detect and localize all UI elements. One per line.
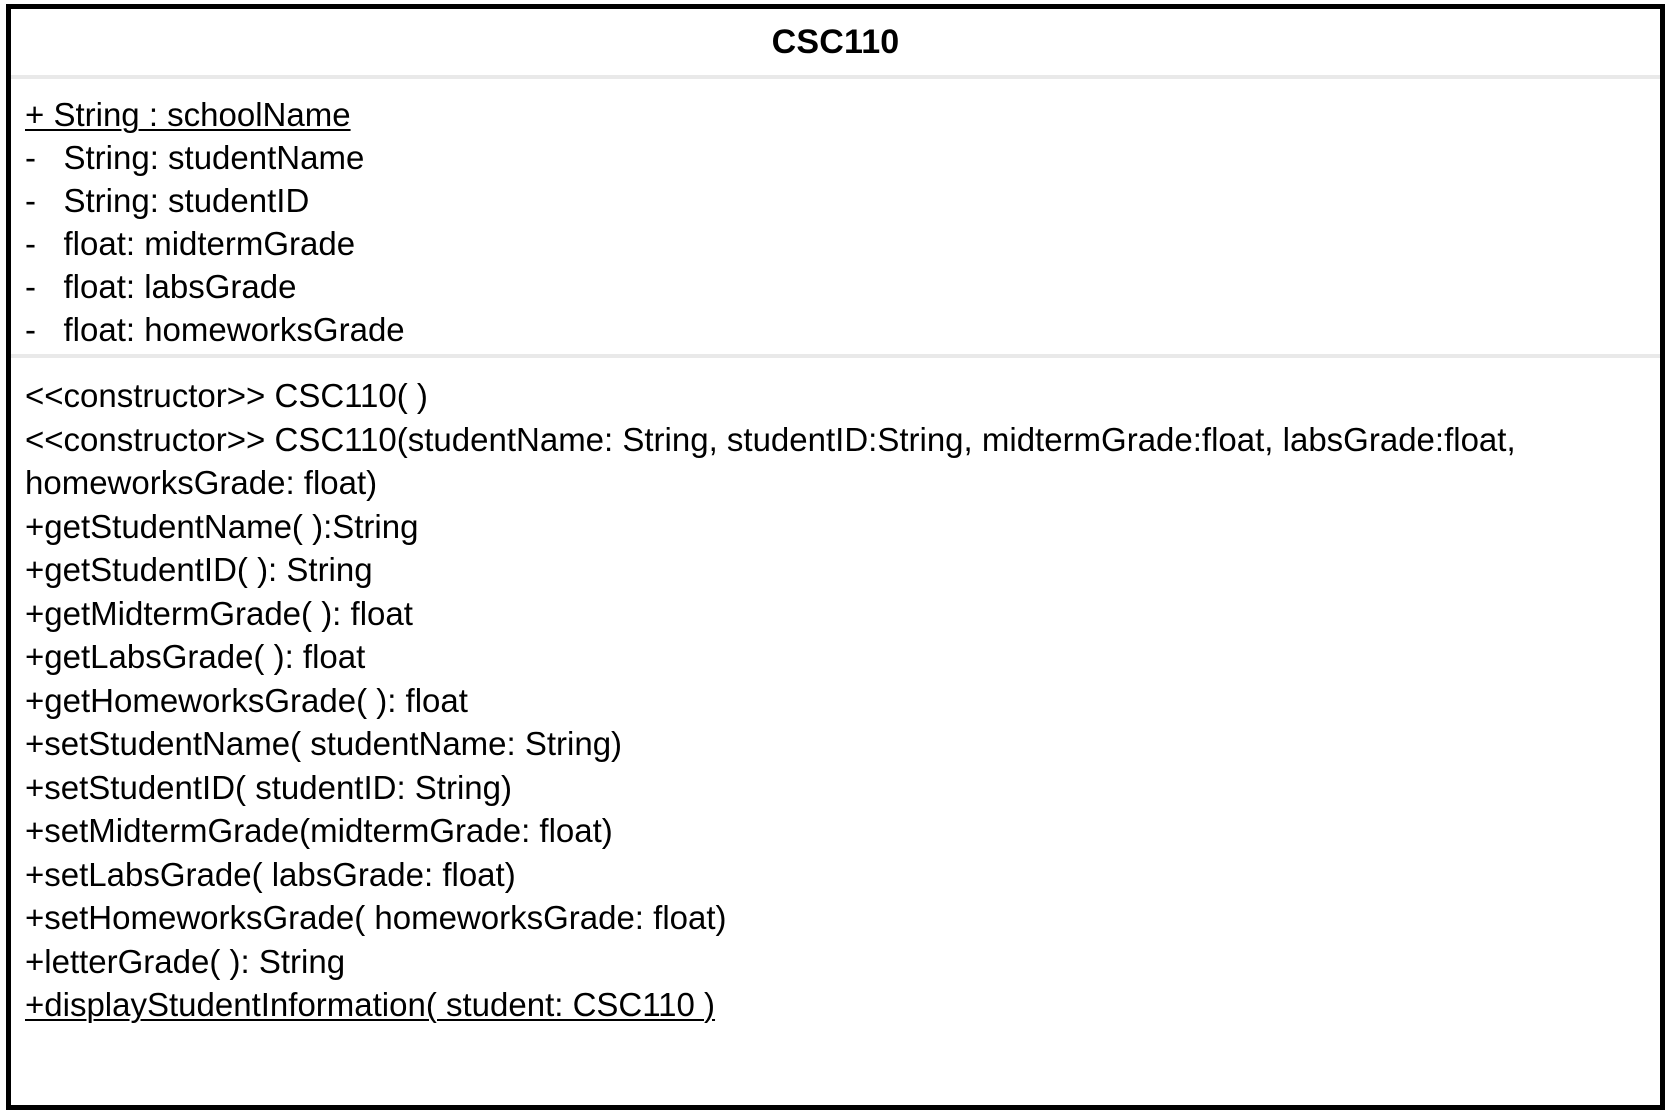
operations-compartment: <<constructor>> CSC110( ) <<constructor>>… (11, 358, 1660, 1105)
attribute-row: - String: studentName (25, 139, 365, 176)
attribute-row: - float: labsGrade (25, 268, 297, 305)
operation-row: <<constructor>> CSC110( ) (25, 377, 428, 414)
operation-row: <<constructor>> CSC110(studentName: Stri… (25, 420, 1525, 502)
operation-row: +getStudentID( ): String (25, 551, 373, 588)
operation-row: +displayStudentInformation( student: CSC… (25, 986, 716, 1023)
attribute-row: + String : schoolName (25, 96, 351, 133)
operation-row: +setStudentName( studentName: String) (25, 725, 623, 762)
attributes-compartment: + String : schoolName - String: studentNa… (11, 79, 1660, 354)
operation-row: +letterGrade( ): String (25, 942, 346, 980)
class-name-label: CSC110 (771, 23, 900, 61)
operation-row: +setLabsGrade( labsGrade: float) (25, 855, 516, 893)
class-name-compartment: CSC110 (11, 9, 1660, 75)
name-attributes-divider (11, 75, 1660, 79)
operation-row: +setMidtermGrade(midtermGrade: float) (25, 812, 613, 849)
operation-row: +getMidtermGrade( ): float (25, 594, 413, 632)
operation-row: +getLabsGrade( ): float (25, 638, 366, 675)
attribute-row: - float: homeworksGrade (25, 311, 405, 348)
uml-class-box: CSC110 + String : schoolName - String: st… (6, 4, 1665, 1110)
operation-row: +setHomeworksGrade( homeworksGrade: floa… (25, 899, 727, 936)
operation-row: +getHomeworksGrade( ): float (25, 681, 468, 719)
attribute-row: - String: studentID (25, 182, 310, 219)
attributes-operations-divider (11, 354, 1660, 358)
attribute-row: - float: midtermGrade (25, 225, 356, 262)
operation-row: +getStudentName( ):String (25, 507, 419, 545)
operation-row: +setStudentID( studentID: String) (25, 768, 512, 806)
